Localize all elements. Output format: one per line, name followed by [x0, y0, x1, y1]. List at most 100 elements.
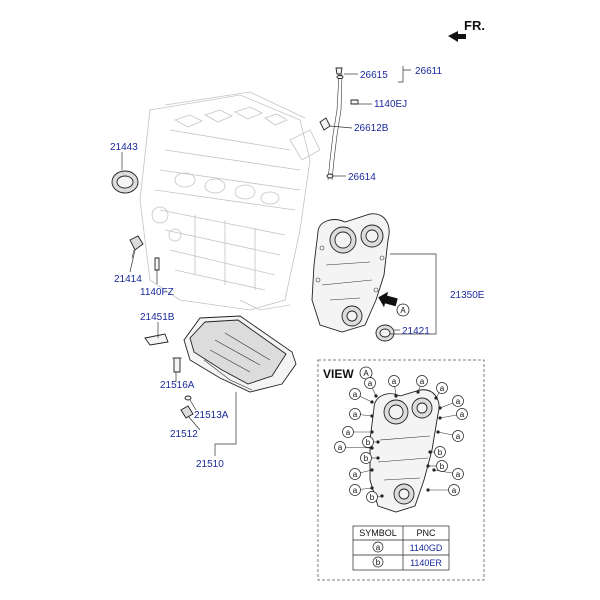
bolt-symbol-label: b — [370, 493, 375, 502]
table-row-a-symbol: a — [376, 543, 381, 552]
label-21513A: 21513A — [194, 410, 229, 421]
bolt-symbol-circle — [456, 408, 468, 420]
label-26614: 26614 — [348, 172, 376, 183]
bolt-point — [370, 446, 374, 450]
label-21510: 21510 — [196, 459, 224, 470]
view-arrow-icon — [378, 291, 398, 308]
label-21414: 21414 — [114, 274, 142, 285]
bolt-symbol-circle — [452, 430, 464, 442]
label-26611: 26611 — [415, 66, 443, 77]
table-row-b-pnc: 1140ER — [410, 558, 442, 568]
bolt-point — [428, 450, 432, 454]
bolt-point — [370, 468, 374, 472]
bolt-point — [370, 486, 374, 490]
direction-label: FR. — [464, 18, 485, 33]
bolt-symbol-label: a — [368, 379, 373, 388]
bolt-symbol-circle — [360, 452, 372, 464]
bolt-symbol-label: a — [353, 390, 358, 399]
view-title: VIEW — [323, 367, 354, 381]
label-21350E: 21350E — [450, 290, 485, 301]
bolt-symbol-label: a — [338, 443, 343, 452]
bolt-point — [426, 488, 430, 492]
bolt-symbol-circle — [416, 375, 428, 387]
bolt-symbol-label: b — [364, 454, 369, 463]
bolt-1140FZ — [154, 257, 160, 271]
label-26615: 26615 — [360, 70, 388, 81]
label-1140EJ: 1140EJ — [374, 99, 407, 110]
bolt-symbol-label: a — [353, 486, 358, 495]
bolt-symbol-label: a — [452, 486, 457, 495]
view-marker-label: A — [400, 306, 406, 315]
o-ring-26614 — [326, 173, 334, 179]
bolt-symbol-circle — [452, 468, 464, 480]
label-21451B: 21451B — [140, 312, 175, 323]
bolt-symbol-circle — [349, 408, 361, 420]
bolt-symbol-label: a — [420, 377, 425, 386]
front-direction-indicator: FR. — [448, 18, 485, 42]
bolt-point — [438, 416, 442, 420]
symbol-pnc-table: SYMBOL PNC a 1140GD b 1140ER — [352, 525, 450, 571]
bolt-point — [370, 430, 374, 434]
bolt-point — [416, 390, 420, 394]
drain-plug-21516A — [172, 357, 182, 373]
bolt-symbol-label: a — [392, 377, 397, 386]
bolt-symbol-label: a — [456, 397, 461, 406]
table-row-b-symbol: b — [376, 558, 381, 567]
dipstick-handle — [335, 67, 343, 75]
bolt-symbol-circle — [349, 468, 361, 480]
bolt-point — [438, 406, 442, 410]
bolt-symbol-label: a — [456, 432, 461, 441]
bolt-symbol-circle — [366, 491, 378, 503]
bolt-point — [374, 394, 378, 398]
bolt-point — [376, 440, 380, 444]
timing-chain-cover — [311, 213, 390, 333]
bolt-symbol-label: a — [353, 410, 358, 419]
bolt-symbol-circle — [334, 441, 346, 453]
bolt-symbol-label: a — [353, 470, 358, 479]
bolt-point — [434, 396, 438, 400]
bolt-symbol-circle — [434, 446, 446, 458]
bolt-symbol-circle — [388, 375, 400, 387]
bolt-point — [370, 414, 374, 418]
oil-seal-21443 — [111, 170, 139, 194]
bolt-symbol-label: b — [438, 448, 443, 457]
table-row-a-pnc: 1140GD — [410, 543, 443, 553]
view-a-arrow: A — [378, 291, 410, 317]
oil-level-gauge-assembly — [319, 67, 359, 181]
bolt-point — [436, 430, 440, 434]
gauge-guide-bracket — [319, 117, 331, 131]
table-header-symbol: SYMBOL — [359, 528, 397, 538]
bolt-symbol-circle — [362, 436, 374, 448]
label-1140FZ: 1140FZ — [140, 287, 174, 298]
bolt-symbol-label: b — [366, 438, 371, 447]
bolt-point — [432, 468, 436, 472]
leader-lines — [121, 66, 437, 456]
bolt-symbol-label: b — [440, 462, 445, 471]
bolt-symbol-circle — [349, 484, 361, 496]
bolt-1140EJ — [350, 99, 359, 105]
front-oil-seal-21421 — [375, 324, 395, 342]
view-title-marker: A — [363, 369, 369, 378]
label-21512: 21512 — [170, 429, 198, 440]
bolt-point — [376, 456, 380, 460]
sensor-21414 — [129, 235, 144, 259]
gasket-21513A — [184, 395, 192, 401]
bolt-symbol-circle — [342, 426, 354, 438]
bolt-point — [370, 400, 374, 404]
bolt-point — [380, 494, 384, 498]
table-header-pnc: PNC — [416, 528, 436, 538]
bolt-point — [394, 394, 398, 398]
bolt-point — [426, 464, 430, 468]
plug-21512 — [180, 405, 194, 419]
label-21421: 21421 — [402, 326, 430, 337]
o-ring-26615 — [336, 75, 344, 79]
direction-arrow-icon — [448, 31, 466, 42]
label-21516A: 21516A — [160, 380, 195, 391]
bolt-symbol-label: a — [440, 384, 445, 393]
view-a-frame — [317, 359, 485, 581]
bolt-symbol-label: a — [460, 410, 465, 419]
baffle-21451B — [144, 333, 169, 346]
